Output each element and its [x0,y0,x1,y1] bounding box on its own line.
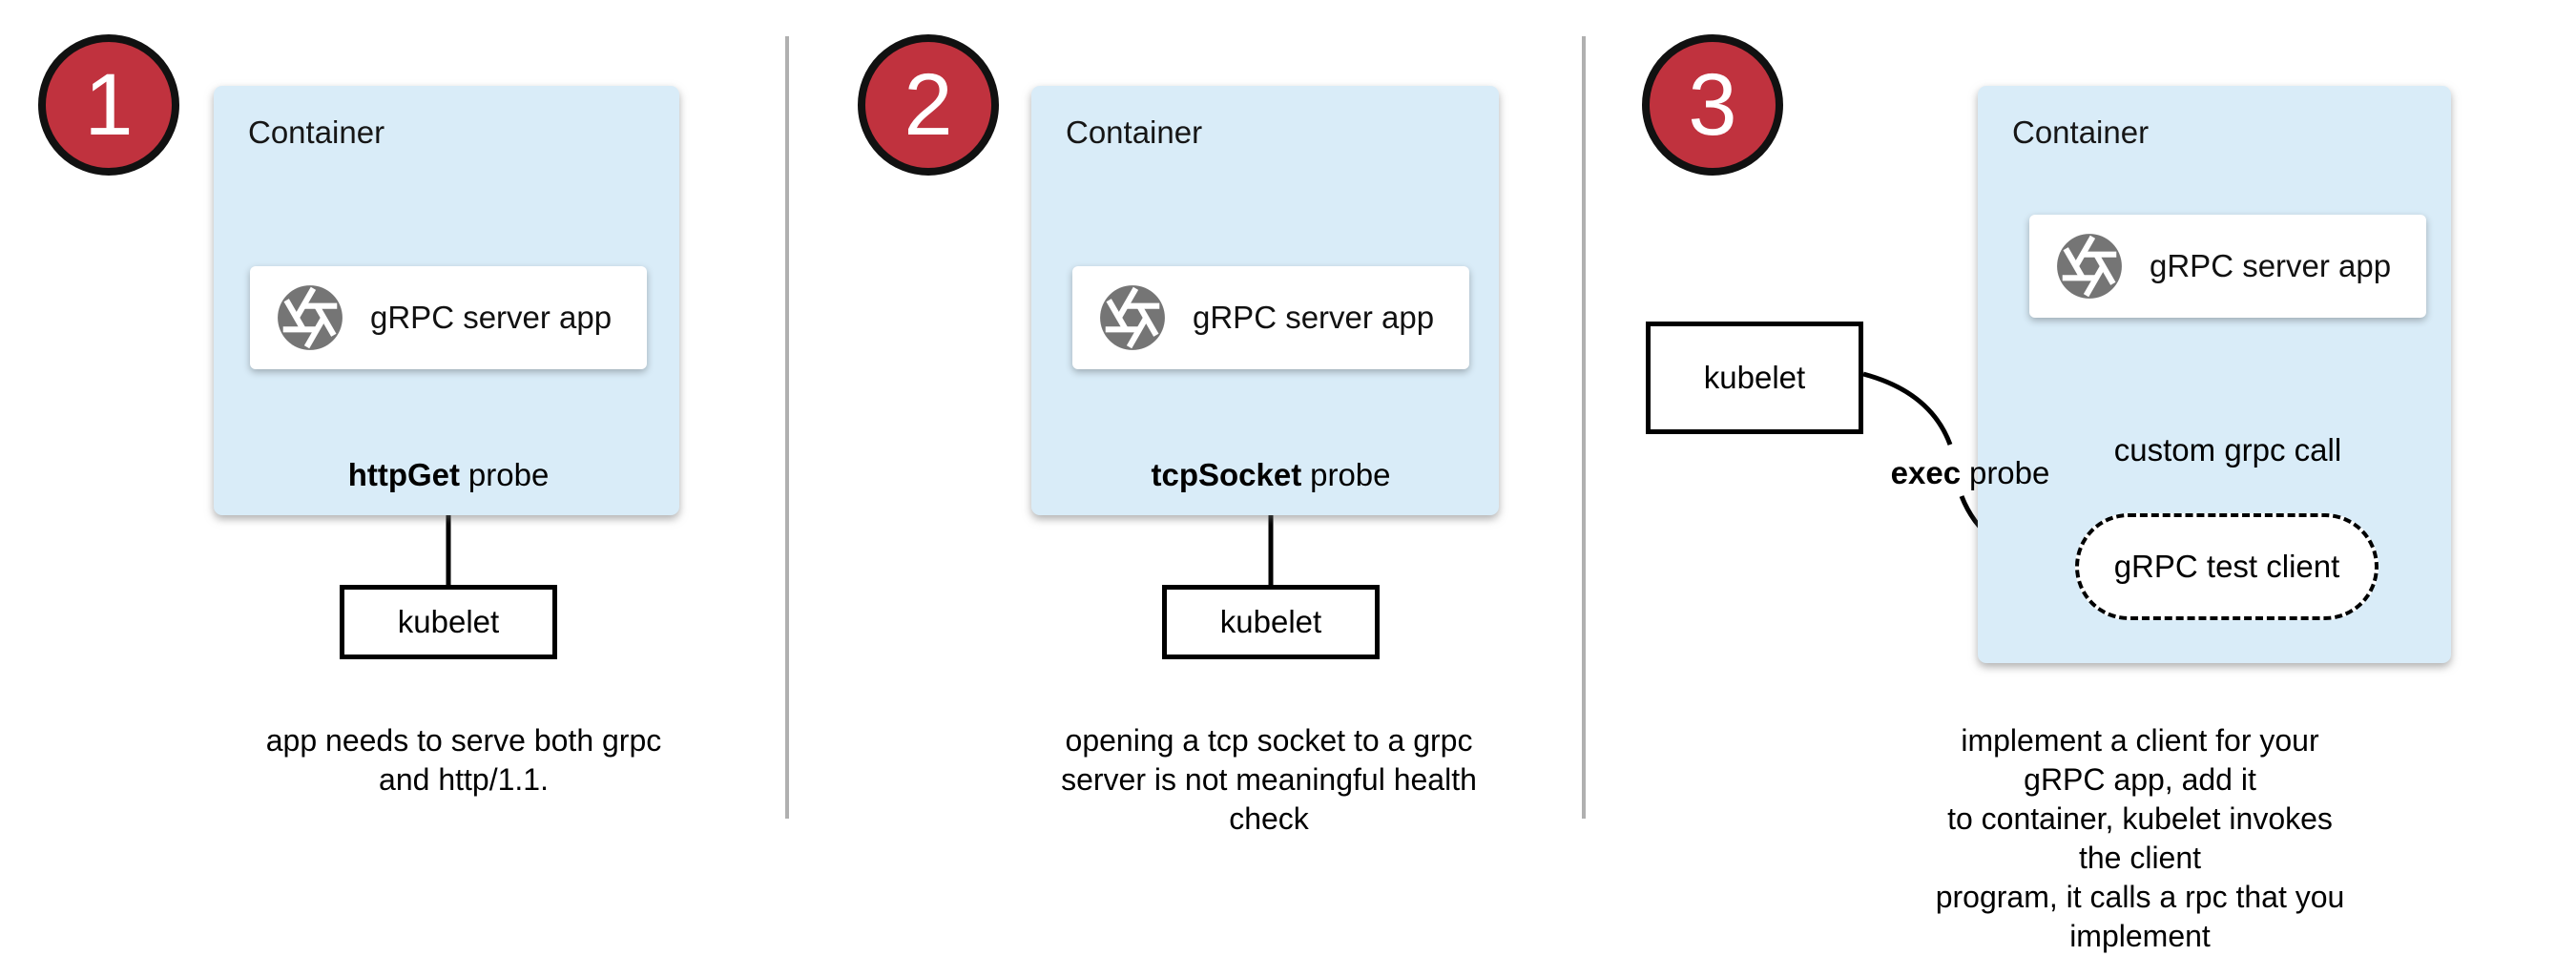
grpc-test-client-oval: gRPC test client [2075,513,2379,620]
grpc-test-client-label: gRPC test client [2113,549,2340,584]
probe-word-text: probe [467,457,550,492]
aperture-icon [2057,234,2122,299]
grpc-server-app-label: gRPC server app [370,300,613,335]
step-badge-1: 1 [38,34,179,176]
probe-type-text: exec [1890,455,1962,490]
panel-divider-1 [785,36,789,819]
aperture-icon [278,285,343,350]
kubelet-label: kubelet [1219,604,1322,639]
step-number: 2 [904,56,953,154]
caption-line: to container, kubelet invokes the client [1947,801,2333,875]
kubelet-box-1: kubelet [340,585,557,659]
probe-word-text: probe [1968,455,2050,490]
caption-line: server is not meaningful health [1061,762,1477,797]
grpc-server-app-box-1: gRPC server app [250,266,647,369]
grpc-server-app-box-2: gRPC server app [1072,266,1469,369]
aperture-icon [1100,285,1165,350]
caption-3: implement a client for your gRPC app, ad… [1922,721,2358,956]
kubelet-label: kubelet [397,604,500,639]
kubelet-label: kubelet [1703,360,1806,395]
container-label: Container [248,114,385,150]
grpc-server-app-label: gRPC server app [1193,300,1435,335]
caption-line: implement a client for your gRPC app, ad… [1961,723,2319,797]
container-label: Container [2012,114,2150,150]
caption-line: check [1229,801,1309,836]
caption-line: opening a tcp socket to a grpc [1065,723,1473,758]
probe-word-text: probe [1310,457,1391,492]
custom-grpc-call-label: custom grpc call [2114,432,2341,468]
grpc-server-app-label: gRPC server app [2150,248,2392,283]
probe-type-text: tcpSocket [1151,457,1302,492]
custom-grpc-call-text: custom grpc call [2113,432,2342,468]
caption-2: opening a tcp socket to a grpc server is… [1061,721,1477,839]
kubelet-box-3: kubelet [1646,322,1863,434]
caption-line: program, it calls a rpc that you impleme… [1935,880,2345,953]
step-badge-3: 3 [1642,34,1783,176]
grpc-server-app-box-3: gRPC server app [2029,215,2426,318]
caption-1: app needs to serve both grpc and http/1.… [266,721,662,800]
step-number: 1 [84,56,134,154]
panel-divider-2 [1582,36,1586,819]
kubelet-box-2: kubelet [1162,585,1380,659]
container-label: Container [1066,114,1203,150]
step-number: 3 [1688,56,1737,154]
caption-line: and http/1.1. [379,762,549,797]
step-badge-2: 2 [858,34,999,176]
probe-type-text: httpGet [347,457,460,492]
caption-line: app needs to serve both grpc [265,723,662,758]
